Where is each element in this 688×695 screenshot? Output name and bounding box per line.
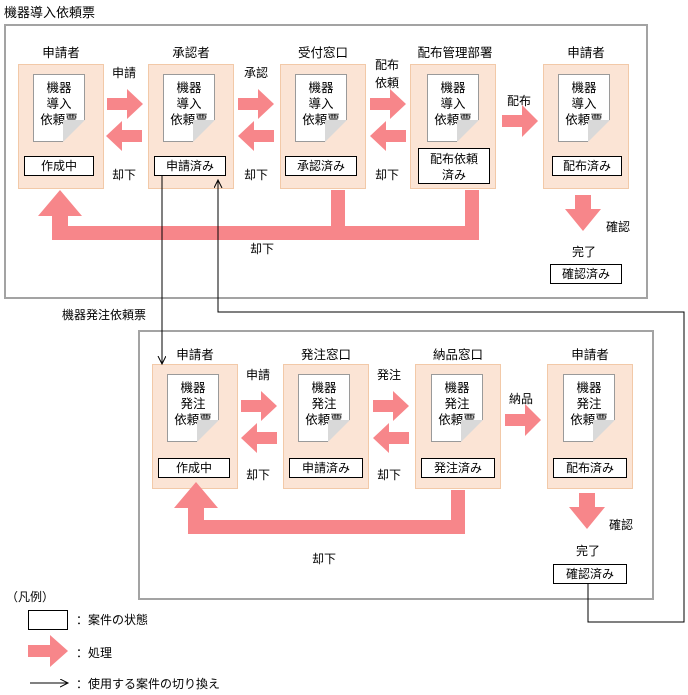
arrow-dist-req-top (370, 89, 406, 119)
top-role-applicant-2: 申請者 (567, 45, 605, 60)
arrow-reject-2-bottom (373, 423, 409, 453)
bottom-status-applied: 申請済み (289, 458, 363, 478)
bottom-role-applicant: 申請者 (176, 347, 214, 362)
bottom-doc-2: 機器発注依頼票 (298, 374, 350, 442)
top-role-reception: 受付窓口 (297, 45, 348, 60)
bottom-label-done: 完了 (576, 544, 601, 558)
top-doc-2: 機器導入依頼票 (163, 74, 215, 142)
arrow-apply-top (107, 89, 143, 119)
legend-item-state: ：案件の状態 (76, 613, 149, 627)
top-label-approve: 承認 (244, 66, 269, 80)
bottom-status-ordered: 発注済み (421, 458, 495, 478)
top-status-applied: 申請済み (154, 156, 226, 176)
arrow-reject-1-bottom (241, 423, 277, 453)
arrow-deliver-bottom (505, 404, 541, 436)
legend-process-arrow (28, 635, 68, 667)
arrow-reject-main-top (38, 190, 479, 240)
top-role-distribution-dept: 配布管理部署 (417, 45, 493, 60)
top-role-applicant: 申請者 (42, 45, 80, 60)
bottom-label-reject-main: 却下 (312, 552, 337, 566)
top-status-distributed: 配布済み (552, 156, 622, 176)
arrow-reject-main-bottom (174, 482, 465, 534)
bottom-status-distributed: 配布済み (553, 458, 627, 478)
bottom-label-apply: 申請 (246, 368, 271, 382)
arrow-distribute-top (502, 105, 538, 137)
top-status-confirmed: 確認済み (550, 264, 622, 284)
arrow-confirm-top (565, 195, 601, 231)
bottom-status-draft: 作成中 (158, 458, 230, 478)
top-label-reject-1: 却下 (112, 168, 137, 182)
top-status-approved: 承認済み (285, 156, 357, 176)
legend-item-switch: ：使用する案件の切り換え (76, 677, 221, 691)
top-label-apply: 申請 (112, 66, 137, 80)
arrow-approve-top (238, 89, 274, 119)
top-label-done: 完了 (572, 245, 597, 259)
bottom-label-deliver: 納品 (509, 392, 534, 406)
top-label-distribute: 配布 (507, 94, 532, 108)
bottom-label-reject-1: 却下 (246, 468, 271, 482)
top-role-approver: 承認者 (172, 45, 210, 60)
top-label-reject-2: 却下 (244, 168, 269, 182)
bottom-doc-3: 機器発注依頼票 (431, 374, 483, 442)
arrow-apply-bottom (241, 391, 277, 421)
arrow-reject-3-top (370, 121, 406, 151)
arrow-confirm-bottom (569, 493, 605, 529)
bottom-doc-4: 機器発注依頼票 (563, 374, 615, 442)
legend-status-box (28, 610, 68, 630)
top-label-reject-3: 却下 (375, 168, 400, 182)
bottom-role-applicant-2: 申請者 (571, 347, 609, 362)
top-label-confirm: 確認 (606, 220, 631, 234)
arrow-reject-2-top (238, 121, 274, 151)
top-doc-5: 機器導入依頼票 (558, 74, 610, 142)
switch-line-up (218, 180, 685, 623)
top-label-dist-1: 配布 (375, 58, 400, 72)
arrow-reject-1-top (106, 121, 142, 151)
bottom-frame (138, 330, 654, 600)
top-doc-1: 機器導入依頼票 (33, 74, 85, 142)
top-title: 機器導入依頼票 (4, 6, 96, 21)
top-status-draft: 作成中 (24, 156, 94, 176)
top-status-distribution-requested: 配布依頼済み (418, 148, 490, 184)
top-label-dist-2: 依頼 (375, 76, 400, 90)
bottom-doc-1: 機器発注依頼票 (167, 374, 219, 442)
arrow-order-bottom (373, 391, 409, 421)
top-label-reject-main: 却下 (250, 242, 275, 256)
top-frame (4, 24, 648, 299)
switch-label: 機器発注依頼票 (62, 308, 147, 322)
top-doc-4: 機器導入依頼票 (427, 74, 479, 142)
bottom-role-delivery-desk: 納品窓口 (432, 347, 483, 362)
bottom-role-order-desk: 発注窓口 (300, 347, 351, 362)
top-status-distribution-requested-text: 配布依頼済み (429, 152, 478, 182)
top-doc-3: 機器導入依頼票 (295, 74, 347, 142)
bottom-label-reject-2: 却下 (377, 468, 402, 482)
legend-item-process: ：処理 (76, 646, 113, 660)
bottom-label-confirm: 確認 (609, 518, 634, 532)
bottom-label-order: 発注 (377, 368, 402, 382)
legend-title: （凡例） (6, 590, 55, 604)
bottom-status-confirmed: 確認済み (553, 564, 627, 584)
